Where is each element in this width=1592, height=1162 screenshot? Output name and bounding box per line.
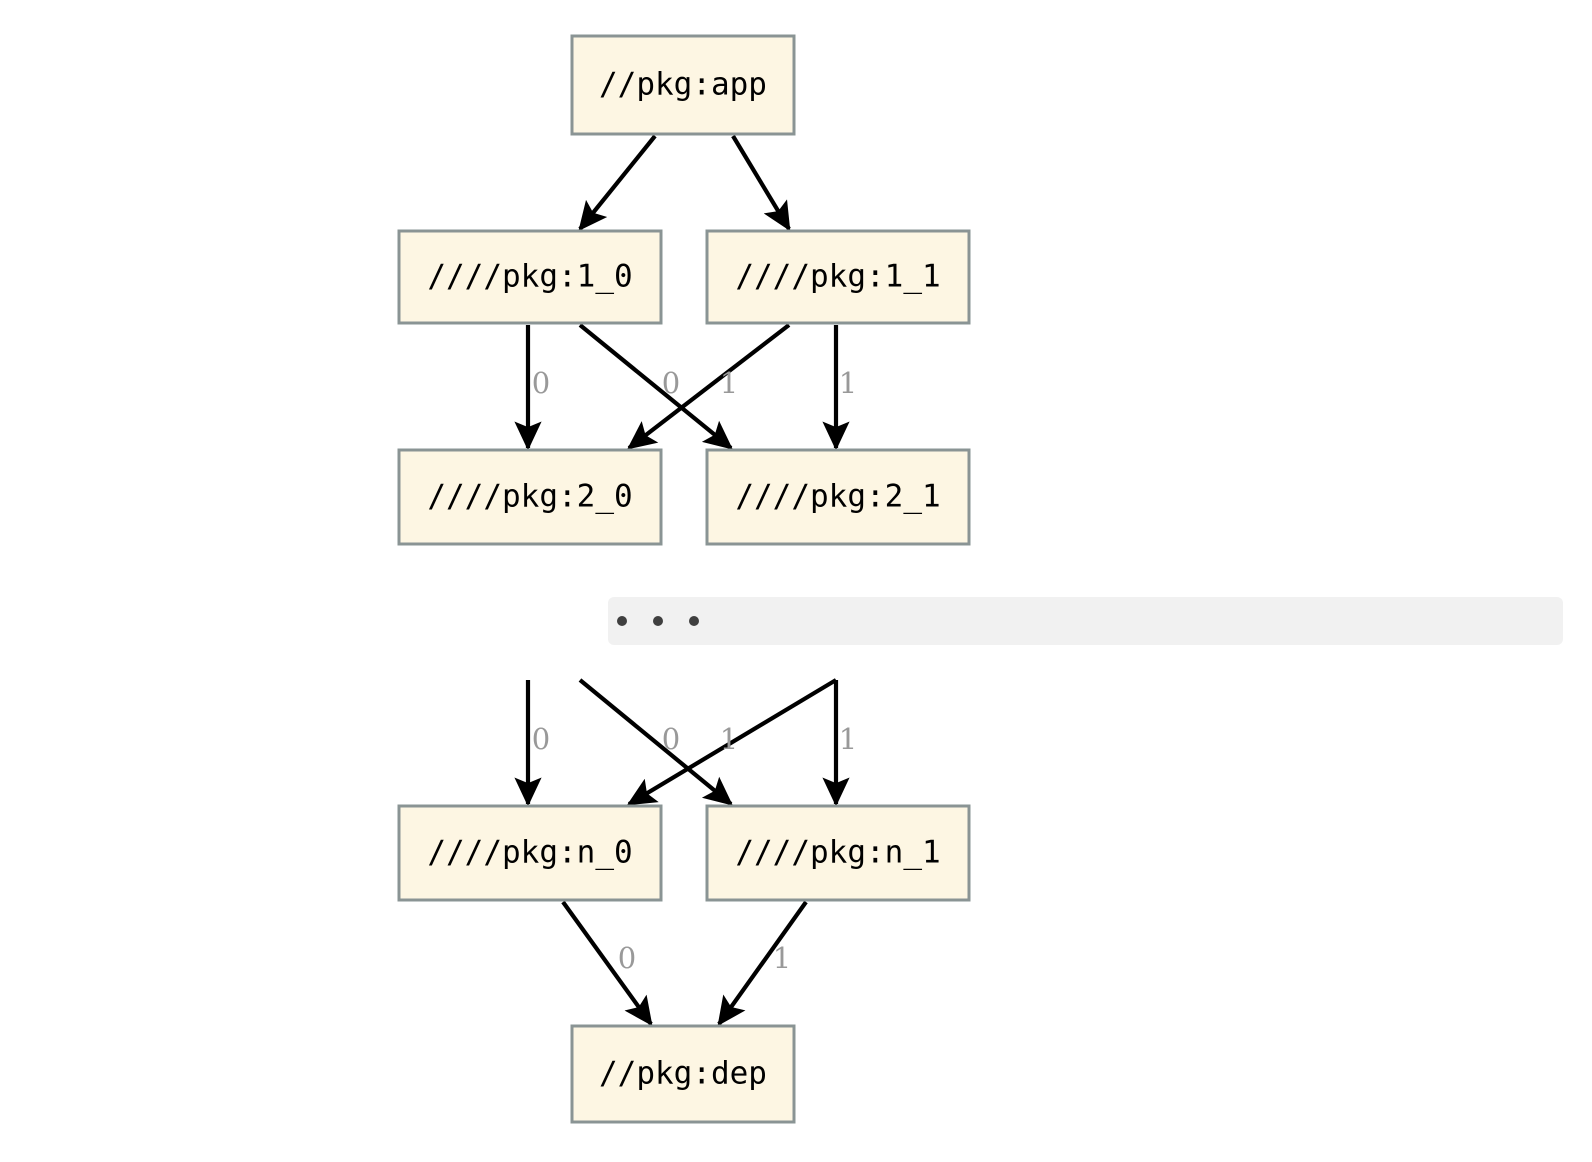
- ellipsis-dot: [653, 616, 663, 626]
- graph-node-app[interactable]: //pkg:app: [570, 34, 796, 136]
- edge-label: 0: [532, 366, 550, 400]
- node-box[interactable]: [570, 34, 796, 136]
- node-box[interactable]: [705, 804, 971, 902]
- edge-label: 0: [662, 366, 680, 400]
- graph-node-nn_1[interactable]: ////pkg:n_1: [705, 804, 971, 902]
- graph-edge: [561, 900, 653, 1027]
- edge-label: 0: [662, 722, 680, 756]
- graph-edge: [578, 678, 733, 806]
- node-box[interactable]: [705, 448, 971, 546]
- node-box[interactable]: [570, 1024, 796, 1124]
- graph-node-n2_0[interactable]: ////pkg:2_0: [397, 448, 663, 546]
- graph-node-dep[interactable]: //pkg:dep: [570, 1024, 796, 1124]
- node-label: ////pkg:n_1: [735, 835, 940, 871]
- edge-label: 1: [720, 722, 738, 756]
- edge-label: 1: [839, 366, 857, 400]
- node-label: ////pkg:n_0: [427, 835, 632, 871]
- node-box[interactable]: [397, 229, 663, 325]
- nodes-group: //pkg:app ////pkg:1_0 ////pkg:1_1 ////pkg:2…: [397, 34, 971, 1124]
- graph-node-nn_0[interactable]: ////pkg:n_0: [397, 804, 663, 902]
- ellipsis-dot: [617, 616, 627, 626]
- node-label: ////pkg:2_0: [427, 479, 632, 515]
- node-label: //pkg:dep: [599, 1056, 767, 1092]
- node-box[interactable]: [397, 448, 663, 546]
- node-box[interactable]: [397, 804, 663, 902]
- graph-node-n1_1[interactable]: ////pkg:1_1: [705, 229, 971, 325]
- ellipsis-band-group: [608, 597, 1563, 645]
- node-label: ////pkg:1_0: [427, 259, 632, 295]
- graph-edge: [717, 900, 808, 1027]
- edge-label: 1: [720, 366, 738, 400]
- edge-labels-group: 0 0 1 1 0 0 1 1 0 1: [532, 366, 857, 975]
- ellipsis-band: [608, 597, 1563, 645]
- graph-node-n1_0[interactable]: ////pkg:1_0: [397, 229, 663, 325]
- graph-edge: [626, 678, 838, 806]
- graph-node-n2_1[interactable]: ////pkg:2_1: [705, 448, 971, 546]
- node-label: ////pkg:2_1: [735, 479, 940, 515]
- edge-label: 0: [618, 941, 636, 975]
- node-label: ////pkg:1_1: [735, 259, 940, 295]
- ellipsis-dot: [689, 616, 699, 626]
- graph-edge: [578, 323, 733, 450]
- edge-label: 0: [532, 722, 550, 756]
- edges-group: [514, 134, 850, 1027]
- node-box[interactable]: [705, 229, 971, 325]
- graph-edge: [627, 323, 791, 450]
- node-label: //pkg:app: [599, 67, 767, 103]
- graph-edge: [731, 134, 791, 232]
- edge-label: 1: [773, 941, 791, 975]
- graph-edge: [578, 134, 657, 231]
- edge-label: 1: [839, 722, 857, 756]
